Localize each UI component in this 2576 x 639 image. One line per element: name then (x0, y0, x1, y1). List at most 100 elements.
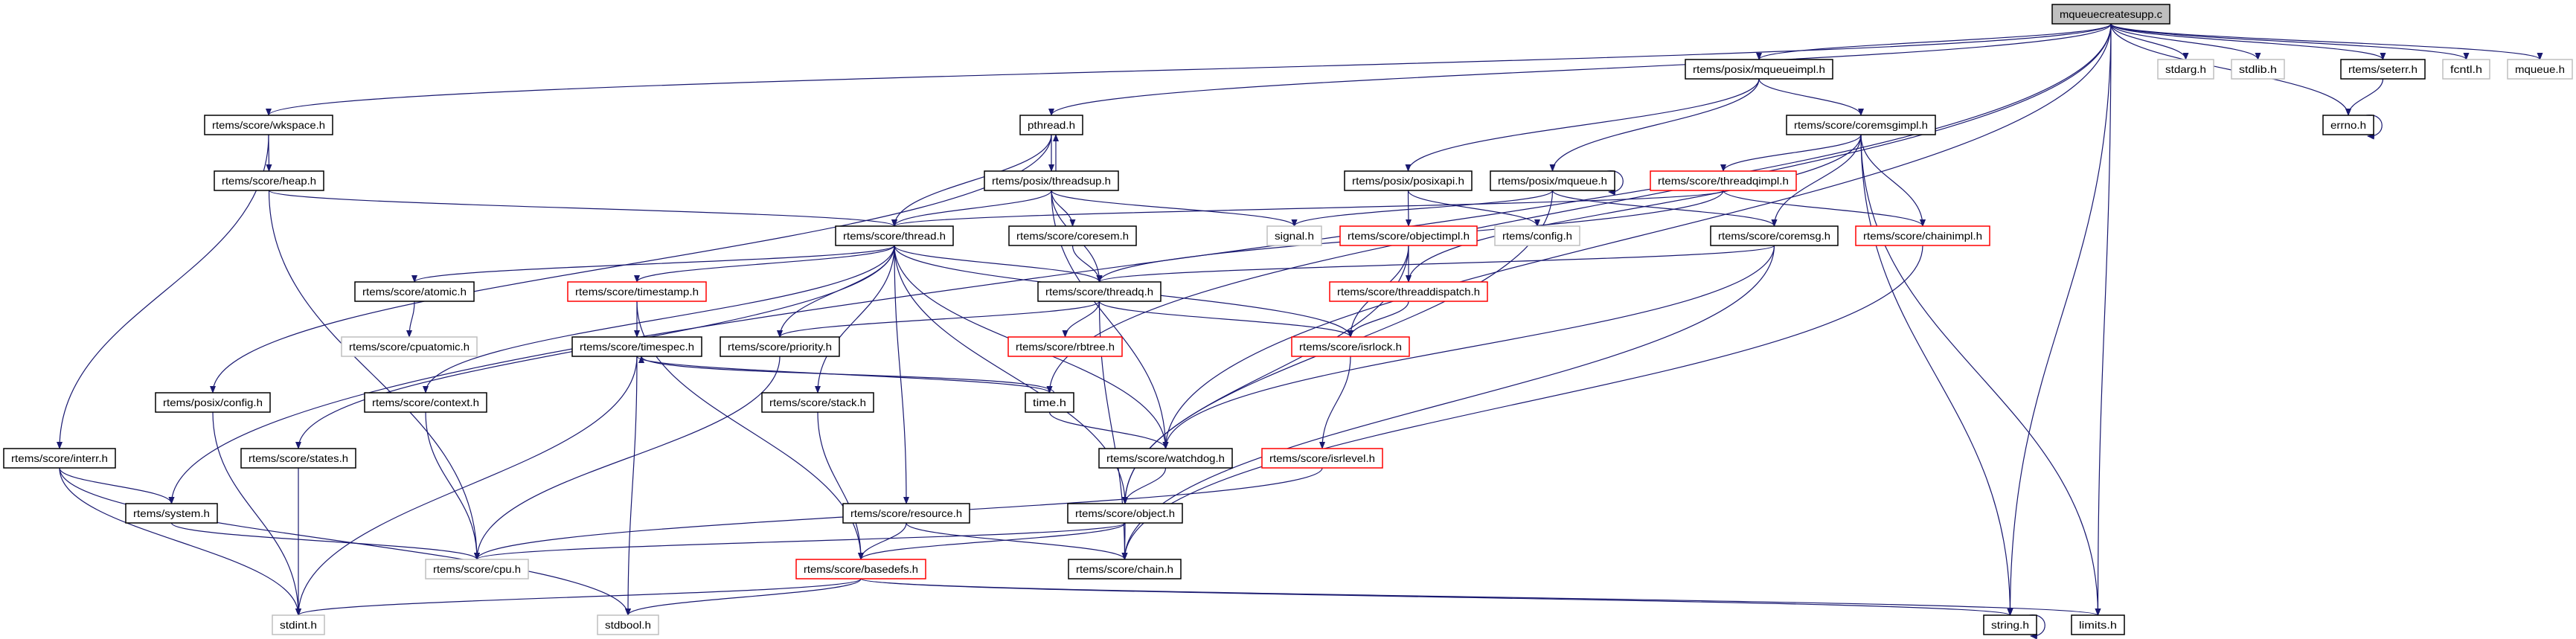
node-label: rtems/score/timespec.h (580, 341, 694, 353)
node-box (1710, 225, 1839, 246)
node-label: stdbool.h (605, 619, 651, 631)
node-mqueuecreatesupp-c[interactable]: mqueuecreatesupp.c (2051, 4, 2170, 25)
node-box (125, 503, 218, 524)
edge-mqueuecreatesupp-c-to-rtems-seterr-h (2110, 23, 2386, 60)
node-label: rtems/posix/mqueue.h (1498, 175, 1607, 187)
node-box (2442, 59, 2490, 80)
node-box (214, 170, 324, 191)
node-box (1261, 448, 1383, 469)
node-box (1098, 448, 1233, 469)
edge-pthread-h-to-rtems-score-thread-h (891, 134, 1052, 227)
edge-rtems-score-threadqimpl-h-to-rtems-score-chainimpl-h (1723, 190, 1926, 227)
node-rtems-score-threadqimpl-h[interactable]: rtems/score/threadqimpl.h (1650, 170, 1797, 191)
node-rtems-score-thread-h[interactable]: rtems/score/thread.h (835, 225, 954, 246)
node-rtems-score-context-h[interactable]: rtems/score/context.h (364, 392, 487, 413)
node-rtems-score-rbtree-h[interactable]: rtems/score/rbtree.h (1007, 336, 1123, 357)
node-box (842, 503, 970, 524)
node-stdarg-h: stdarg.h (2157, 59, 2214, 80)
edge-rtems-score-chainimpl-h-to-rtems-score-chain-h (1121, 245, 1923, 560)
node-box (272, 614, 325, 635)
edge-rtems-score-thread-h-to-rtems-score-timestamp-h (634, 245, 895, 283)
node-box (597, 614, 659, 635)
node-rtems-score-threaddispatch-h[interactable]: rtems/score/threaddispatch.h (1329, 281, 1488, 302)
node-stdlib-h: stdlib.h (2231, 59, 2285, 80)
node-label: rtems/score/threadq.h (1045, 286, 1153, 298)
edge-rtems-score-stack-h-to-rtems-score-basedefs-h (817, 411, 864, 560)
node-rtems-posix-mqueueimpl-h[interactable]: rtems/posix/mqueueimpl.h (1685, 59, 1833, 80)
edge-rtems-score-coremsgimpl-h-to-rtems-score-chainimpl-h (1860, 134, 1926, 227)
node-rtems-score-watchdog-h[interactable]: rtems/score/watchdog.h (1098, 448, 1233, 469)
node-rtems-system-h[interactable]: rtems/system.h (125, 503, 218, 524)
node-box (2231, 59, 2285, 80)
edge-rtems-score-coremsgimpl-h-to-rtems-score-threadqimpl-h (1720, 134, 1862, 172)
node-errno-h[interactable]: errno.h (2322, 115, 2374, 135)
node-rtems-config-h: rtems/config.h (1494, 225, 1580, 246)
node-label: rtems/score/heap.h (222, 175, 316, 187)
node-label: time.h (1033, 396, 1066, 408)
node-label: rtems/score/objectimpl.h (1348, 230, 1470, 242)
node-rtems-score-stack-h[interactable]: rtems/score/stack.h (761, 392, 874, 413)
node-rtems-score-heap-h[interactable]: rtems/score/heap.h (214, 170, 324, 191)
edge-rtems-score-timespec-h-to-stdbool-h (625, 356, 638, 616)
node-rtems-score-chainimpl-h[interactable]: rtems/score/chainimpl.h (1855, 225, 1990, 246)
node-label: mqueue.h (2515, 63, 2565, 75)
node-label: rtems/posix/threadsup.h (992, 175, 1111, 187)
node-rtems-score-atomic-h[interactable]: rtems/score/atomic.h (354, 281, 475, 302)
edge-mqueuecreatesupp-c-to-rtems-score-watchdog-h (1162, 23, 2112, 449)
node-rtems-score-object-h[interactable]: rtems/score/object.h (1067, 503, 1183, 524)
node-rtems-score-priority-h[interactable]: rtems/score/priority.h (720, 336, 840, 357)
node-label: rtems/config.h (1502, 230, 1572, 242)
node-box (1650, 170, 1797, 191)
node-rtems-score-interr-h[interactable]: rtems/score/interr.h (3, 448, 116, 469)
edge-rtems-score-coremsgimpl-h-to-limits-h (1860, 134, 2101, 616)
node-rtems-score-resource-h[interactable]: rtems/score/resource.h (842, 503, 970, 524)
node-rtems-score-timestamp-h[interactable]: rtems/score/timestamp.h (567, 281, 707, 302)
node-rtems-posix-threadsup-h[interactable]: rtems/posix/threadsup.h (984, 170, 1119, 191)
node-rtems-score-coresem-h[interactable]: rtems/score/coresem.h (1008, 225, 1137, 246)
node-rtems-score-chain-h[interactable]: rtems/score/chain.h (1068, 559, 1182, 579)
node-label: rtems/score/cpuatomic.h (349, 341, 470, 353)
node-string-h[interactable]: string.h (1983, 614, 2037, 635)
node-rtems-score-isrlevel-h[interactable]: rtems/score/isrlevel.h (1261, 448, 1383, 469)
node-rtems-posix-posixapi-h[interactable]: rtems/posix/posixapi.h (1344, 170, 1473, 191)
node-label: rtems/score/rbtree.h (1016, 341, 1115, 353)
node-pthread-h[interactable]: pthread.h (1019, 115, 1083, 135)
edge-rtems-system-h-to-rtems-score-cpu-h (170, 522, 480, 560)
edge-mqueuecreatesupp-c-to-rtems-system-h (168, 23, 2112, 504)
node-box (3, 448, 116, 469)
node-label: rtems/score/atomic.h (362, 286, 467, 298)
node-label: mqueuecreatesupp.c (2060, 8, 2162, 20)
node-rtems-score-basedefs-h[interactable]: rtems/score/basedefs.h (795, 559, 926, 579)
node-rtems-score-states-h[interactable]: rtems/score/states.h (240, 448, 356, 469)
node-rtems-posix-mqueue-h[interactable]: rtems/posix/mqueue.h (1490, 170, 1615, 191)
node-rtems-score-timespec-h[interactable]: rtems/score/timespec.h (571, 336, 702, 357)
edge-time-h-to-rtems-score-timespec-h (638, 356, 1055, 394)
node-label: rtems/score/context.h (372, 396, 479, 408)
node-box (2157, 59, 2214, 80)
node-box (984, 170, 1119, 191)
node-rtems-score-coremsgimpl-h[interactable]: rtems/score/coremsgimpl.h (1786, 115, 1936, 135)
node-rtems-score-coremsg-h[interactable]: rtems/score/coremsg.h (1710, 225, 1839, 246)
edge-rtems-score-interr-h-to-stdint-h (59, 467, 301, 616)
node-time-h[interactable]: time.h (1025, 392, 1074, 413)
node-rtems-seterr-h[interactable]: rtems/seterr.h (2340, 59, 2426, 80)
node-label: rtems/score/timestamp.h (575, 286, 699, 298)
edge-rtems-score-threadq-h-to-rtems-score-rbtree-h (1062, 301, 1100, 338)
node-label: rtems/score/chainimpl.h (1863, 230, 1982, 242)
edge-rtems-score-basedefs-h-to-string-h (860, 578, 2013, 616)
node-box (1008, 225, 1137, 246)
edge-rtems-score-resource-h-to-rtems-score-basedefs-h (858, 522, 907, 560)
node-rtems-score-threadq-h[interactable]: rtems/score/threadq.h (1037, 281, 1162, 302)
node-label: rtems/score/coremsgimpl.h (1794, 119, 1928, 131)
edge-mqueuecreatesupp-c-to-pthread-h (1048, 23, 2112, 116)
node-rtems-score-objectimpl-h[interactable]: rtems/score/objectimpl.h (1339, 225, 1478, 246)
node-label: rtems/score/coremsg.h (1718, 230, 1830, 242)
edge-rtems-score-basedefs-h-to-stdbool-h (625, 578, 862, 616)
node-rtems-score-isrlock-h[interactable]: rtems/score/isrlock.h (1291, 336, 1410, 357)
node-rtems-posix-config-h[interactable]: rtems/posix/config.h (155, 392, 271, 413)
node-rtems-score-wkspace-h[interactable]: rtems/score/wkspace.h (204, 115, 333, 135)
node-limits-h[interactable]: limits.h (2071, 614, 2125, 635)
edge-mqueuecreatesupp-c-to-limits-h (2095, 23, 2112, 616)
node-label: rtems/score/priority.h (728, 341, 832, 353)
